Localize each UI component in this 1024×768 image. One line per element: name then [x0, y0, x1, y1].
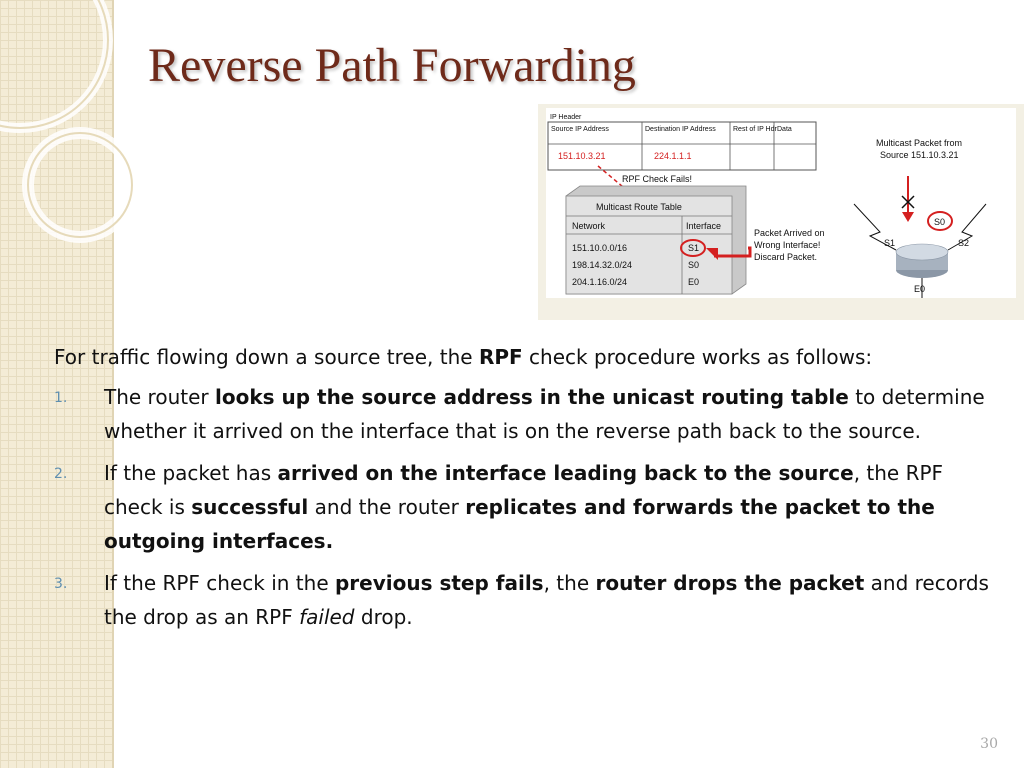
router-caption-line: Source 151.10.3.21: [880, 150, 959, 160]
route-row-interface: S0: [688, 260, 699, 270]
step-italic: failed: [299, 605, 355, 629]
steps-list: 1. The router looks up the source addres…: [54, 380, 994, 634]
destination-ip-value: 224.1.1.1: [654, 151, 692, 161]
ip-header-col-source: Source IP Address: [551, 126, 609, 133]
decorative-rings: [0, 0, 138, 243]
step-text: to determine whether it arrived on the i…: [104, 385, 985, 443]
step-number: 2.: [54, 466, 68, 482]
route-table-col-interface: Interface: [686, 221, 721, 231]
step-text: drop.: [354, 605, 413, 629]
step-number: 1.: [54, 390, 68, 406]
packet-note-line: Wrong Interface!: [754, 240, 820, 250]
page-number: 30: [980, 736, 998, 752]
step-item: 3. If the RPF check in the previous step…: [54, 566, 994, 634]
step-bold: router drops the packet: [595, 571, 865, 595]
wrong-interface-arrow: [714, 246, 752, 258]
route-row-interface: E0: [688, 277, 699, 287]
slide-body: For traffic flowing down a source tree, …: [54, 340, 994, 642]
step-bold: previous step fails: [334, 571, 544, 595]
step-text: If the packet has: [104, 461, 278, 485]
step-text: and records the drop as an RPF: [104, 571, 989, 629]
step-bold: arrived on the interface leading back to…: [277, 461, 854, 485]
route-row-network: 204.1.16.0/24: [572, 277, 627, 287]
intro-bold: RPF: [478, 345, 523, 369]
step-text: The router: [104, 385, 215, 409]
interface-s2-label: S2: [958, 238, 969, 248]
ip-header-table: [547, 121, 817, 171]
step-bold: successful: [191, 495, 309, 519]
interface-s0-label: S0: [934, 217, 945, 227]
step-item: 2. If the packet has arrived on the inte…: [54, 456, 994, 558]
ip-header-col-rest: Rest of IP Hdr: [733, 126, 778, 133]
step-bold: looks up the source address in the unica…: [214, 385, 849, 409]
route-table-title: Multicast Route Table: [596, 202, 682, 212]
step-text: and the router: [308, 495, 466, 519]
source-ip-value: 151.10.3.21: [558, 151, 606, 161]
s1-serial-link: [853, 203, 897, 251]
step-bold: replicates and forwards the packet to th…: [104, 495, 935, 553]
step-item: 1. The router looks up the source addres…: [54, 380, 994, 448]
step-text: If the RPF check in the: [104, 571, 335, 595]
step-text: , the: [543, 571, 596, 595]
ip-header-col-data: Data: [777, 126, 792, 133]
rpf-check-label: RPF Check Fails!: [622, 174, 692, 184]
interface-e0-label: E0: [914, 284, 925, 294]
route-row-network: 198.14.32.0/24: [572, 260, 632, 270]
router-caption-line: Multicast Packet from: [876, 138, 962, 148]
s1-highlight: [680, 239, 706, 257]
intro-text: For traffic flowing down a source tree, …: [54, 345, 479, 369]
s0-highlight: [927, 211, 953, 231]
intro-paragraph: For traffic flowing down a source tree, …: [54, 340, 994, 374]
router-icon: [895, 243, 949, 261]
ip-header-col-destination: Destination IP Address: [645, 126, 716, 133]
s2-serial-link: [947, 203, 987, 251]
route-table-col-network: Network: [572, 221, 606, 231]
step-text: , the RPF check is: [104, 461, 944, 519]
rpf-diagram: IP Header Source IP Address Destination …: [538, 104, 1024, 320]
route-row-network: 151.10.0.0/16: [572, 243, 627, 253]
packet-note-line: Packet Arrived on: [754, 228, 825, 238]
packet-note-line: Discard Packet.: [754, 252, 817, 262]
ip-header-label: IP Header: [550, 114, 582, 121]
step-number: 3.: [54, 576, 68, 592]
interface-s1-label: S1: [884, 238, 895, 248]
slide-title: Reverse Path Forwarding: [148, 39, 636, 92]
intro-text: check procedure works as follows:: [522, 345, 873, 369]
route-row-interface: S1: [688, 243, 699, 253]
